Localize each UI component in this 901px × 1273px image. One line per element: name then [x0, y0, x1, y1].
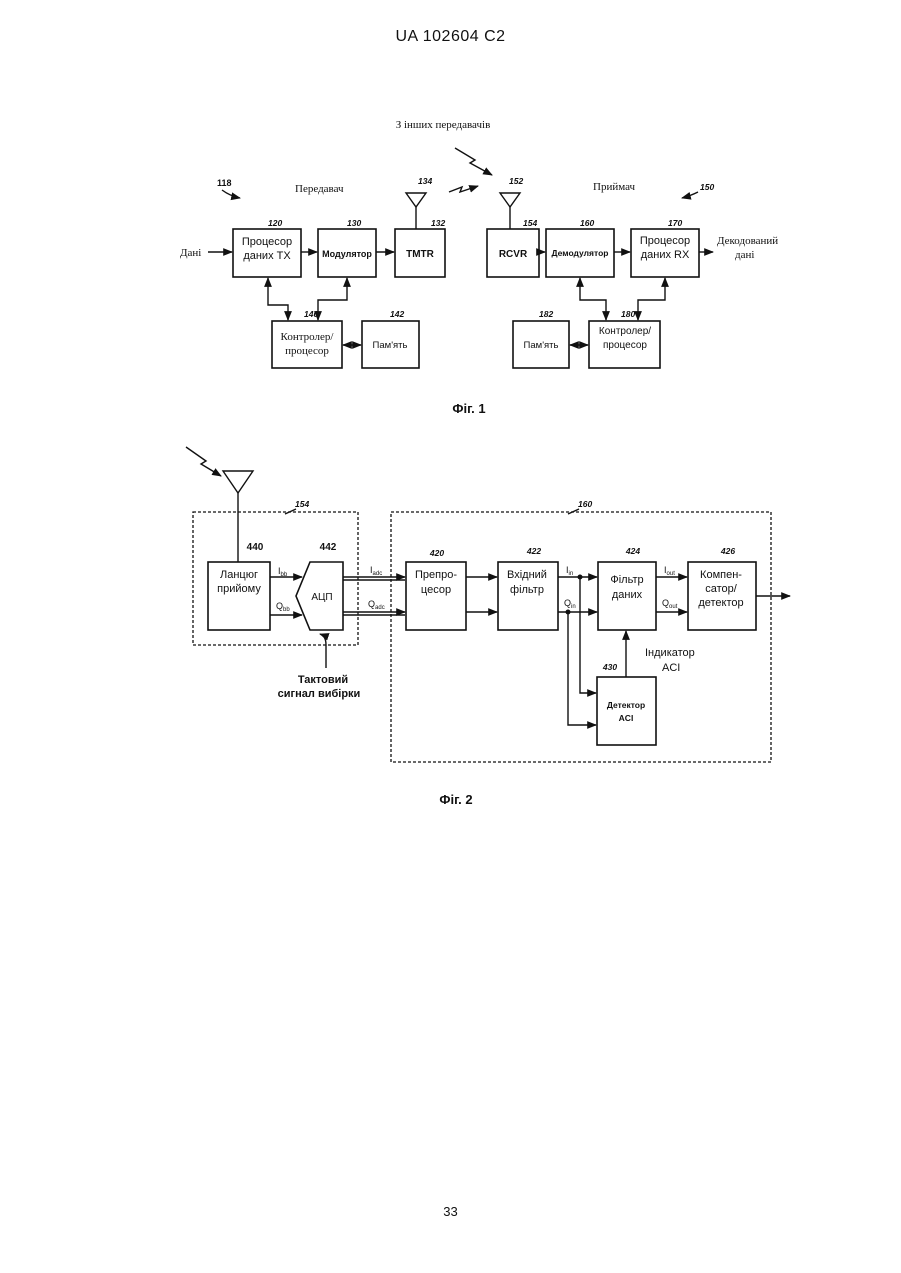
rcvr-group-ref: 154	[295, 499, 309, 509]
tmtr-ref: 132	[431, 218, 445, 228]
tx-mem-label: Пам'ять	[373, 340, 408, 351]
tx-proc-ref: 120	[268, 218, 282, 228]
rx-proc-ref: 170	[668, 218, 682, 228]
compensator-line3: детектор	[698, 597, 743, 609]
compensator-ref: 426	[720, 546, 735, 556]
tx-proc-line1: Процесор	[242, 236, 292, 248]
connector	[580, 577, 596, 693]
adc-label: АЦП	[311, 592, 332, 603]
sig-q-bb: Qbb	[276, 601, 290, 613]
connector	[318, 278, 347, 320]
modulator-ref: 130	[347, 218, 361, 228]
data-filter-line2: даних	[612, 589, 643, 601]
aci-detector-line1: Детектор	[607, 700, 645, 710]
input-data-label: Дані	[180, 247, 201, 259]
demod-label: Демодулятор	[552, 248, 609, 258]
compensator-line1: Компен-	[700, 569, 742, 581]
rx-antenna-ref: 152	[509, 176, 523, 186]
output-label-2: дані	[735, 249, 754, 261]
aci-indicator-label-2: ACI	[662, 662, 680, 674]
ref-arrow-icon	[222, 190, 240, 198]
connector	[268, 278, 288, 320]
data-filter-ref: 424	[625, 546, 640, 556]
rx-mem-ref: 182	[539, 309, 553, 319]
demod-group-ref: 160	[578, 499, 592, 509]
input-filter-line2: фільтр	[510, 584, 544, 596]
aci-detector-line2: ACI	[619, 713, 634, 723]
lightning-icon	[455, 148, 492, 175]
tx-proc-line2: даних TX	[243, 250, 291, 262]
rx-antenna-icon	[500, 193, 520, 229]
connector	[638, 278, 665, 320]
data-filter-line1: Фільтр	[610, 574, 643, 586]
sig-q-out: Qout	[662, 598, 678, 610]
rx-proc-line1: Процесор	[640, 235, 690, 247]
page-number: 33	[0, 1204, 901, 1219]
transmitter-title: Передавач	[295, 183, 344, 195]
connector	[568, 612, 596, 725]
rx-ctrl-ref: 180	[621, 309, 635, 319]
tx-antenna-ref: 134	[418, 176, 432, 186]
aci-indicator-label-1: Індикатор	[645, 647, 695, 659]
modulator-label: Модулятор	[322, 249, 372, 259]
input-filter-ref: 422	[526, 546, 541, 556]
connector	[580, 278, 606, 320]
preproc-line2: цесор	[421, 584, 451, 596]
sig-i-adc: Iadc	[370, 565, 382, 577]
aci-detector-ref: 430	[602, 662, 617, 672]
lightning-icon	[186, 447, 221, 476]
fig2-caption: Фіг. 2	[439, 792, 472, 807]
preproc-ref: 420	[429, 548, 444, 558]
rx-mem-label: Пам'ять	[524, 340, 559, 351]
sig-i-out: Iout	[664, 565, 675, 577]
tx-ctrl-ref: 140	[304, 309, 318, 319]
connector	[320, 634, 326, 668]
rx-ctrl-line2: процесор	[603, 340, 647, 351]
sig-i-bb: Ibb	[278, 566, 288, 578]
rcvr-label: RCVR	[499, 249, 528, 260]
sig-q-adc: Qadc	[368, 599, 385, 611]
transmitter-ref: 118	[217, 178, 232, 188]
tx-mem-ref: 142	[390, 309, 404, 319]
adc-ref: 442	[320, 542, 337, 553]
tx-ctrl-line1: Контролер/	[281, 331, 335, 343]
tx-antenna-icon	[406, 193, 426, 229]
demod-ref: 160	[580, 218, 594, 228]
tx-ctrl-line2: процесор	[285, 345, 329, 357]
preproc-line1: Препро-	[415, 569, 457, 581]
rx-chain-ref: 440	[247, 542, 264, 553]
rx-chain-line2: прийому	[217, 583, 261, 595]
fig2: 154 160 440 Ланцюг прийому 442 АЦП Ibb Q…	[186, 447, 790, 807]
sig-i-in: Iin	[566, 565, 573, 577]
receiver-title: Приймач	[593, 181, 636, 193]
sig-q-in: Qin	[564, 598, 576, 610]
rx-proc-line2: даних RX	[641, 249, 690, 261]
other-transmitters-label: З інших передавачів	[396, 119, 491, 131]
fig1-caption: Фіг. 1	[452, 401, 485, 416]
tmtr-label: TMTR	[406, 249, 435, 260]
lightning-icon	[449, 186, 478, 192]
rcvr-ref: 154	[523, 218, 537, 228]
ref-arrow-icon	[682, 192, 698, 198]
fig1: З інших передавачів Передавач 118 Прийма…	[180, 119, 778, 416]
compensator-line2: сатор/	[705, 583, 738, 595]
rx-chain-line1: Ланцюг	[220, 569, 258, 581]
clock-label-1: Тактовий	[298, 674, 348, 686]
input-filter-line1: Вхідний	[507, 569, 547, 581]
output-label-1: Декодований	[717, 235, 778, 247]
clock-label-2: сигнал вибірки	[278, 688, 361, 700]
aci-detector-block	[597, 677, 656, 745]
rx-ctrl-line1: Контролер/	[599, 326, 651, 337]
receiver-ref: 150	[700, 182, 714, 192]
